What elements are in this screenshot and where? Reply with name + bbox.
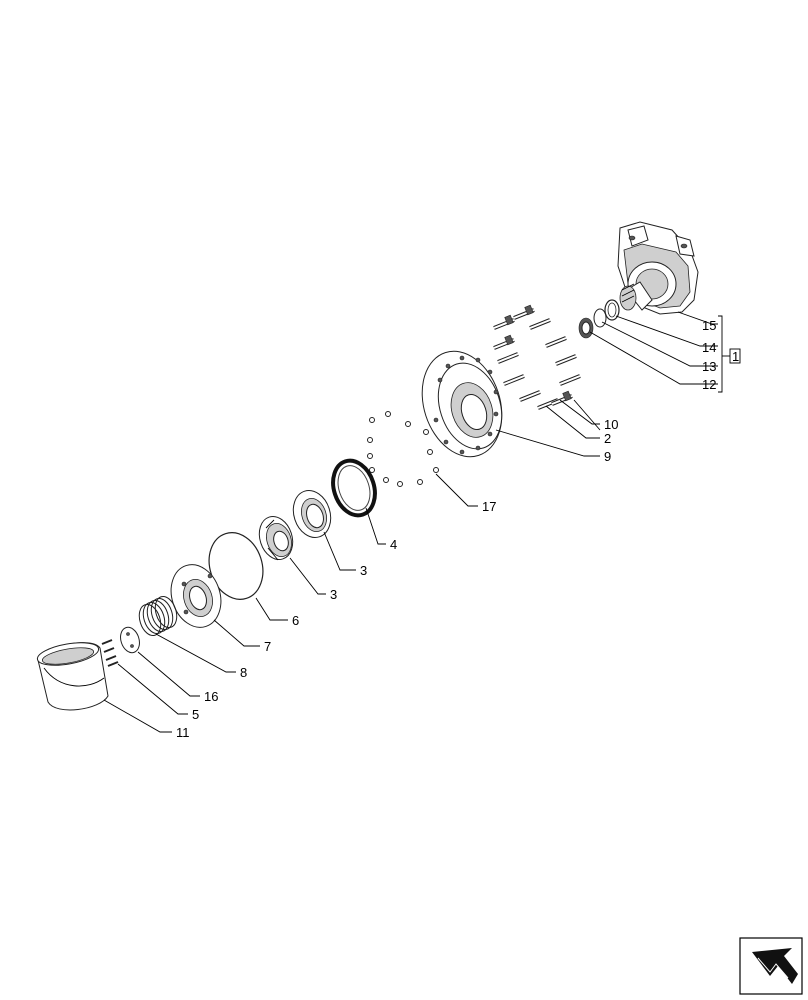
stud: [551, 390, 573, 406]
callout-11: 11: [176, 725, 190, 740]
shaft-seal-4: [331, 458, 377, 518]
bearing-12: [578, 317, 594, 339]
callout-6: 6: [292, 613, 299, 628]
stud: [513, 304, 535, 320]
snap-ring-13: [593, 308, 607, 328]
bearing-3-inner: [258, 516, 294, 561]
carrier-plate-7: [170, 564, 222, 628]
callout-3-inner: 3: [330, 587, 337, 602]
callout-3-outer: 3: [360, 563, 367, 578]
callout-16: 16: [204, 689, 218, 704]
stud: [519, 390, 541, 402]
callout-15: 15: [702, 318, 716, 333]
wheel-hub-9: [421, 350, 503, 458]
cap-screws-5: [101, 639, 119, 667]
bearing-3-outer: [292, 490, 332, 538]
stud: [545, 336, 567, 348]
stud: [493, 334, 515, 350]
stud: [493, 314, 515, 330]
callout-5: 5: [192, 707, 199, 722]
callout-10: 10: [604, 417, 618, 432]
cover-plate-16: [120, 626, 140, 654]
callout-9: 9: [604, 449, 611, 464]
callout-7: 7: [264, 639, 271, 654]
leader-lines: [103, 311, 741, 733]
disc-pack-8: [138, 595, 178, 637]
stud: [497, 352, 519, 364]
callout-1: 1: [732, 349, 739, 364]
callout-labels: 1 15 14 13 12 10 2 9 17 4 3 3 6 7 8 16 5…: [176, 318, 739, 740]
callout-14: 14: [702, 340, 716, 355]
stud: [529, 318, 551, 330]
callout-8: 8: [240, 665, 247, 680]
hub-cover-11: [36, 642, 109, 711]
callout-17: 17: [482, 499, 496, 514]
callout-4: 4: [390, 537, 397, 552]
stud: [503, 374, 525, 386]
spindle-splined-shaft: [619, 281, 653, 311]
wheel-studs: [493, 304, 581, 410]
wheel-nuts-17: [367, 411, 439, 487]
callout-2: 2: [604, 431, 611, 446]
stud: [555, 354, 577, 366]
callout-13: 13: [702, 359, 716, 374]
next-page-arrow-icon[interactable]: [739, 937, 803, 995]
stud: [559, 374, 581, 386]
seal-ring-14: [604, 299, 620, 321]
callout-12: 12: [702, 377, 716, 392]
